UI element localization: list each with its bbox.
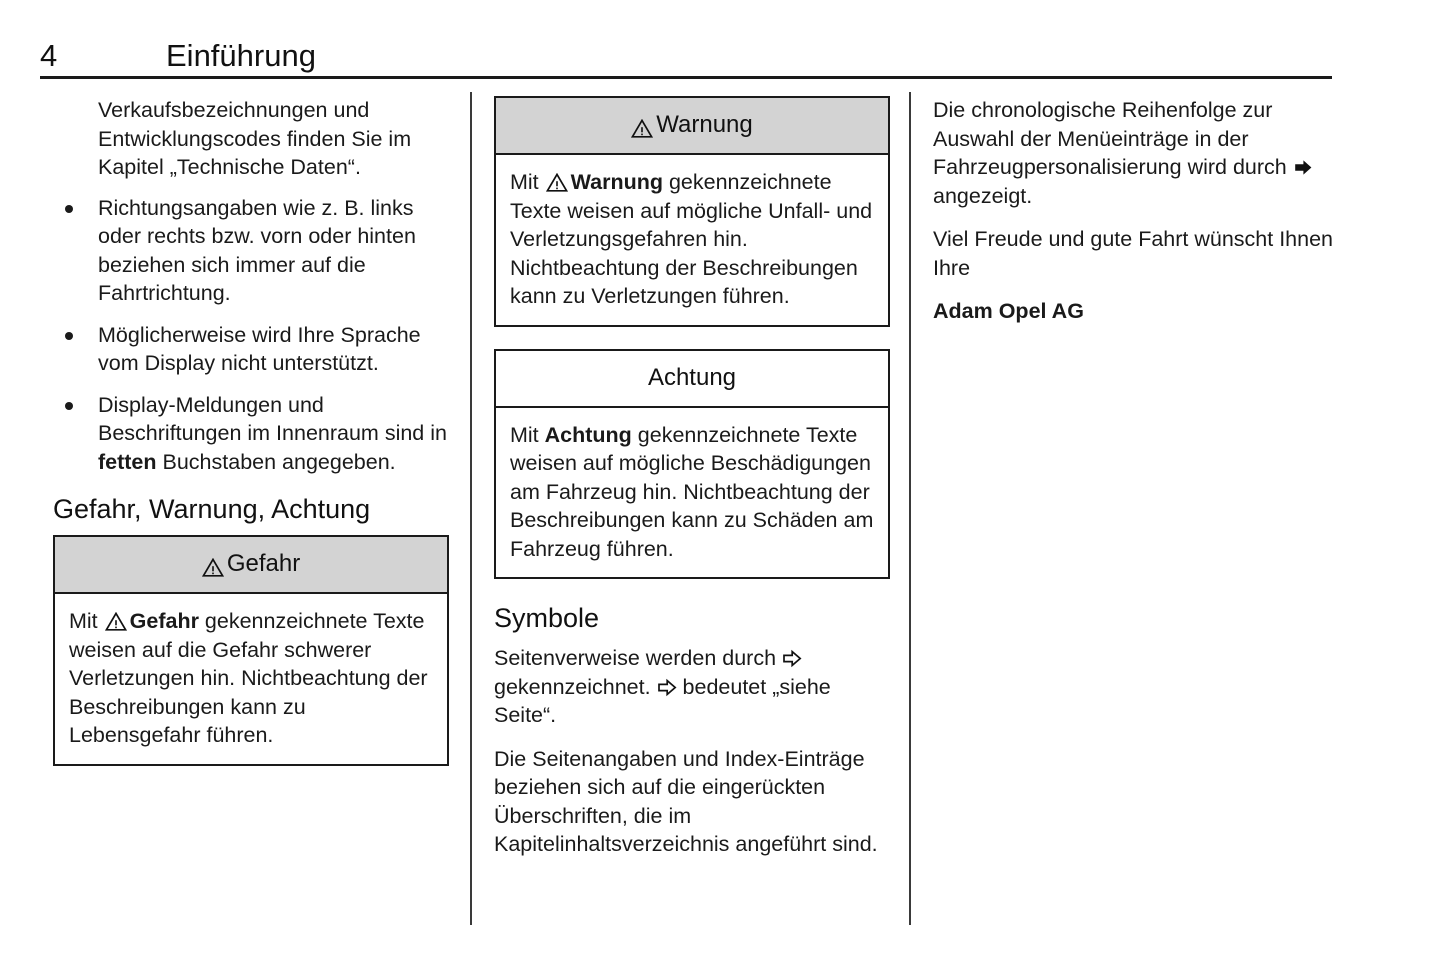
warning-triangle-icon bbox=[631, 116, 654, 138]
list-item: Möglicherweise wird Ihre Sprache vom Dis… bbox=[53, 321, 449, 378]
symbols-text-c: bedeutet „siehe Seite“. bbox=[494, 674, 831, 728]
danger-notice-box: Gefahr Mit Gefahr gekennzeichnete Texte … bbox=[53, 535, 449, 766]
warning-triangle-icon bbox=[201, 555, 224, 577]
caution-body-after: gekennzeichnete Texte weisen auf möglich… bbox=[510, 422, 874, 561]
list-item-label-after: Buchstaben angegeben. bbox=[156, 449, 396, 474]
left-column: Verkaufsbezeichnungen und Entwicklungsco… bbox=[53, 96, 449, 788]
hollow-right-arrow-icon bbox=[782, 647, 802, 668]
danger-notice-body: Mit Gefahr gekennzeichnete Texte weisen … bbox=[55, 594, 447, 764]
chapter-title: Einführung bbox=[166, 38, 316, 73]
warning-notice-box: Warnung Mit Warnung gekennzeichnete Text… bbox=[494, 96, 890, 327]
list-item-label: Richtungsangaben wie z. B. links oder re… bbox=[98, 195, 416, 306]
column-divider-right bbox=[909, 92, 911, 925]
page-header: 4 Einführung bbox=[40, 36, 1332, 82]
right-paragraph-2: Viel Freude und gute Fahrt wünscht Ihnen… bbox=[933, 227, 1333, 280]
bullet-dot-icon bbox=[65, 204, 73, 213]
page-number: 4 bbox=[40, 38, 58, 73]
signature-text: Adam Opel AG bbox=[933, 299, 1084, 323]
caution-body-before: Mit bbox=[510, 422, 545, 447]
caution-notice-title: Achtung bbox=[647, 363, 737, 391]
caution-notice-header: Achtung bbox=[496, 350, 888, 408]
danger-notice-title: Gefahr bbox=[226, 550, 301, 577]
symbols-text-a: Seitenverweise werden durch bbox=[494, 646, 783, 670]
bullet-dot-icon bbox=[65, 331, 73, 340]
danger-body-after: gekennzeichnete Texte weisen auf die Gef… bbox=[69, 609, 428, 747]
warning-notice-header: Warnung bbox=[496, 98, 888, 155]
warning-triangle-icon bbox=[104, 610, 127, 631]
warning-body-bold: Warnung bbox=[570, 170, 663, 194]
list-item-label: Möglicherweise wird Ihre Sprache vom Dis… bbox=[98, 322, 421, 376]
intro-paragraph: Verkaufsbezeichnungen und Entwicklungsco… bbox=[98, 98, 412, 179]
warning-triangle-icon bbox=[545, 171, 568, 192]
right-text-a: Die chronologische Reihenfolge zur Auswa… bbox=[933, 98, 1293, 179]
warning-body-after: gekennzeichnete Texte weisen auf möglich… bbox=[510, 170, 873, 308]
solid-right-arrow-icon bbox=[1293, 156, 1313, 175]
symbols-text-b: gekennzeichnet. bbox=[494, 674, 657, 699]
middle-column: Warnung Mit Warnung gekennzeichnete Text… bbox=[494, 96, 890, 859]
danger-body-bold: Gefahr bbox=[129, 609, 199, 633]
intro-bullet-list: Richtungsangaben wie z. B. links oder re… bbox=[53, 194, 449, 477]
bullet-dot-icon bbox=[65, 401, 73, 410]
caution-notice-body: Mit Achtung gekennzeichnete Texte weisen… bbox=[496, 408, 888, 578]
header-rule-divider bbox=[40, 76, 1332, 79]
caution-body-bold: Achtung bbox=[544, 422, 632, 447]
symbols-paragraph-1: Seitenverweise werden durch gekennzeichn… bbox=[494, 644, 890, 730]
right-text-b: angezeigt. bbox=[933, 183, 1033, 208]
warning-notice-body: Mit Warnung gekennzeichnete Texte weisen… bbox=[496, 155, 888, 325]
danger-notice-header: Gefahr bbox=[55, 537, 447, 594]
danger-body-before: Mit bbox=[69, 609, 104, 633]
right-paragraph-1: Die chronologische Reihenfolge zur Auswa… bbox=[933, 96, 1333, 210]
list-item: Display-Meldungen und Beschriftungen im … bbox=[53, 391, 449, 477]
warning-notice-title: Warnung bbox=[656, 111, 753, 138]
symbols-paragraph-2: Die Seitenangaben und Index-Einträge bez… bbox=[494, 746, 878, 857]
list-item-label-bold: fetten bbox=[98, 449, 157, 474]
caution-notice-box: Achtung Mit Achtung gekennzeichnete Text… bbox=[494, 348, 890, 579]
section-heading-symbole: Symbole bbox=[494, 603, 600, 633]
list-item: Richtungsangaben wie z. B. links oder re… bbox=[53, 194, 449, 308]
right-column: Die chronologische Reihenfolge zur Auswa… bbox=[933, 96, 1333, 326]
warning-body-before: Mit bbox=[510, 170, 545, 194]
signature-line: Adam Opel AG bbox=[933, 297, 1333, 326]
hollow-right-arrow-icon bbox=[657, 676, 677, 696]
list-item-label-before: Display-Meldungen und Beschriftungen im … bbox=[98, 392, 447, 446]
column-divider-left bbox=[470, 92, 472, 925]
section-heading-gefahr-warnung-achtung: Gefahr, Warnung, Achtung bbox=[53, 494, 371, 524]
